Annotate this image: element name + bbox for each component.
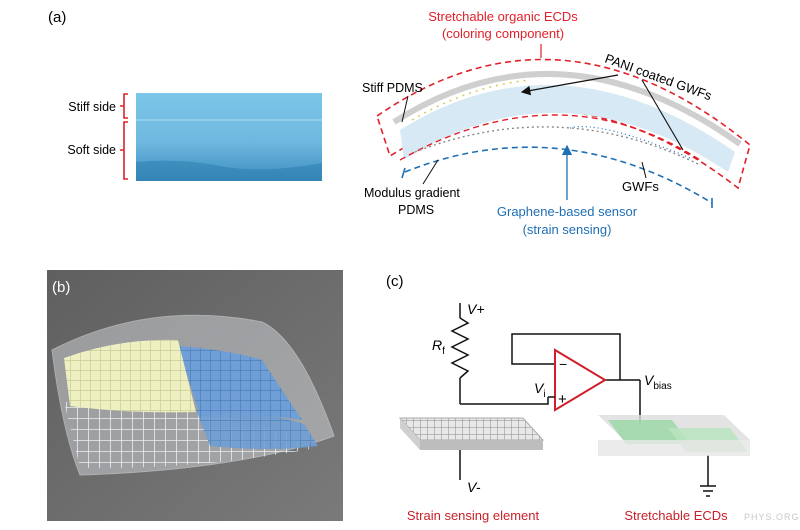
panel-a: (a) Stiff side Soft side Stretchable org…: [48, 9, 751, 237]
gwfs-pointer: [641, 161, 647, 179]
gwfs-line: [414, 126, 701, 166]
blue-ecd-grid-lower: [196, 409, 318, 449]
rf-label: Rf: [432, 337, 445, 357]
circuit-wires: [459, 303, 716, 497]
inner-grid-layer: [64, 400, 316, 469]
stiff-side-bracket: [120, 93, 128, 119]
stiff-pdms-label: Stiff PDMS: [362, 81, 423, 95]
modulus-line1: Modulus gradient: [364, 186, 460, 200]
op-amp: [554, 348, 607, 412]
soft-side-label: Soft side: [67, 143, 116, 157]
ecd-title-line1: Stretchable organic ECDs: [428, 9, 578, 24]
ecd-caption: Stretchable ECDs: [624, 508, 728, 523]
panel-b: (b): [47, 270, 343, 521]
vbias-label: Vbias: [644, 372, 672, 392]
pani-arrow: [520, 74, 619, 96]
pani-pointer: [641, 79, 684, 151]
ecd-title-line2: (coloring component): [442, 26, 564, 41]
modulus-photo: [136, 93, 322, 181]
gwfs-label: GWFs: [622, 179, 659, 194]
stiff-pdms-pointer: [401, 95, 409, 123]
modulus-pointer: [422, 159, 439, 185]
panel-c-label: (c): [386, 273, 404, 290]
modulus-line2: PDMS: [398, 203, 434, 217]
resistor-rf: [450, 317, 470, 379]
strain-sensing-element: [398, 417, 545, 450]
vi-label: Vi: [534, 380, 546, 400]
panel-a-label: (a): [48, 9, 66, 26]
watermark: PHYS.ORG.COM: [744, 512, 800, 522]
v-minus-label: V-: [467, 479, 481, 495]
blue-ecd-grid: [178, 346, 302, 420]
sensor-line2: (strain sensing): [523, 222, 612, 237]
curved-device: [376, 58, 751, 208]
pani-gwfs: [411, 79, 531, 121]
yellow-ecd-grid: [64, 339, 196, 413]
panel-b-label: (b): [52, 279, 70, 296]
soft-side-bracket: [120, 121, 128, 180]
v-plus-label: V+: [467, 301, 485, 317]
op-amp-minus: −: [559, 356, 567, 372]
panel-c: (c) − + V+ V- Rf Vi Vbias: [386, 273, 750, 523]
op-amp-plus: +: [558, 391, 567, 408]
sensor-line1: Graphene-based sensor: [497, 204, 638, 219]
stiff-side-label: Stiff side: [68, 100, 116, 114]
stretchable-ecds: [598, 415, 750, 456]
strain-caption: Strain sensing element: [407, 508, 540, 523]
